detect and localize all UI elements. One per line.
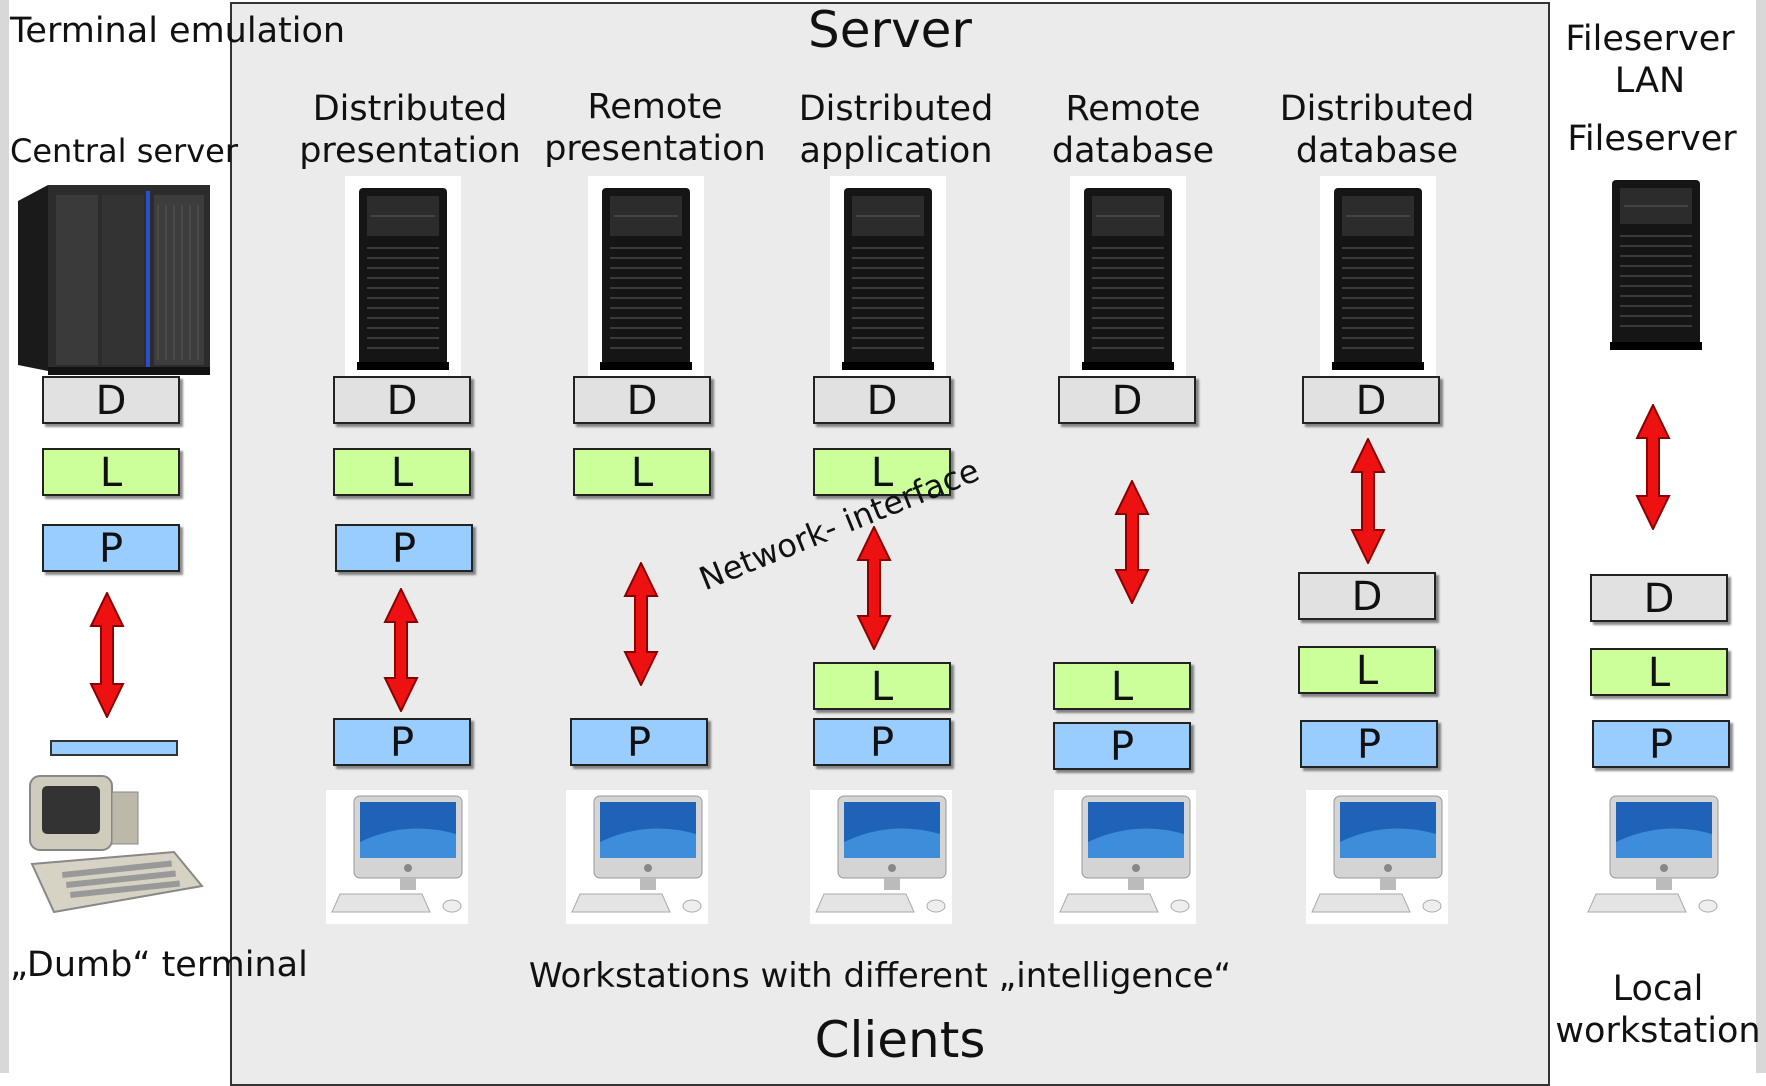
fileserver-label: Fileserver bbox=[1567, 119, 1737, 159]
workstation-icon bbox=[1306, 790, 1448, 924]
local-workstation-icon bbox=[1587, 795, 1719, 913]
left-double-arrow-icon bbox=[89, 592, 125, 718]
double-arrow-icon bbox=[856, 526, 892, 650]
local-presentation-layer-box: P bbox=[1592, 720, 1730, 768]
server-icon bbox=[345, 176, 461, 376]
fileserver-double-arrow-icon bbox=[1635, 404, 1671, 530]
dumb-terminal-icon bbox=[29, 775, 204, 914]
server-logic-layer-box: L bbox=[333, 448, 471, 496]
server-icon bbox=[1320, 176, 1436, 376]
terminal-emulation-title: Terminal emulation bbox=[10, 11, 346, 51]
column-title-distributed-database: Distributed database bbox=[1279, 89, 1475, 171]
server-icon bbox=[830, 176, 946, 376]
clients-title: Clients bbox=[814, 1011, 986, 1069]
client-presentation-layer-box: P bbox=[570, 718, 708, 766]
left-edge-strip bbox=[0, 0, 9, 1073]
server-title: Server bbox=[808, 1, 972, 59]
client-data-layer-box: D bbox=[1298, 572, 1436, 620]
fileserver-icon bbox=[1610, 180, 1702, 350]
column-title-distributed-application: Distributed application bbox=[798, 89, 994, 171]
double-arrow-icon bbox=[1350, 438, 1386, 564]
client-logic-layer-box: L bbox=[1053, 662, 1191, 710]
column-title-distributed-presentation: Distributed presentation bbox=[299, 89, 521, 171]
column-title-remote-presentation: Remote presentation bbox=[544, 87, 766, 169]
client-presentation-layer-box: P bbox=[1300, 720, 1438, 768]
dumb-terminal-interface-bar bbox=[50, 740, 178, 756]
client-presentation-layer-box: P bbox=[813, 718, 951, 766]
server-data-layer-box: D bbox=[573, 376, 711, 424]
right-edge-strip bbox=[1756, 0, 1766, 1073]
local-logic-layer-box: L bbox=[1590, 648, 1728, 696]
server-data-layer-box: D bbox=[1058, 376, 1196, 424]
server-presentation-layer-box: P bbox=[335, 524, 473, 572]
workstation-icon bbox=[810, 790, 952, 924]
left-data-layer-box: D bbox=[42, 376, 180, 424]
server-icon bbox=[588, 176, 704, 376]
double-arrow-icon bbox=[623, 562, 659, 686]
server-data-layer-box: D bbox=[333, 376, 471, 424]
column-title-remote-database: Remote database bbox=[1051, 89, 1215, 171]
left-presentation-layer-box: P bbox=[42, 524, 180, 572]
local-data-layer-box: D bbox=[1590, 574, 1728, 622]
server-logic-layer-box: L bbox=[573, 448, 711, 496]
double-arrow-icon bbox=[1114, 480, 1150, 604]
client-logic-layer-box: L bbox=[1298, 646, 1436, 694]
server-icon bbox=[1070, 176, 1186, 376]
client-logic-layer-box: L bbox=[813, 662, 951, 710]
left-logic-layer-box: L bbox=[42, 448, 180, 496]
dumb-terminal-label: „Dumb“ terminal bbox=[10, 945, 308, 985]
client-presentation-layer-box: P bbox=[333, 718, 471, 766]
local-workstation-label: Local workstation bbox=[1555, 969, 1761, 1051]
workstation-icon bbox=[326, 790, 468, 924]
workstations-caption: Workstations with different „intelligenc… bbox=[528, 956, 1232, 996]
workstation-icon bbox=[1054, 790, 1196, 924]
mainframe-icon bbox=[18, 185, 210, 375]
double-arrow-icon bbox=[383, 588, 419, 712]
fileserver-lan-title: Fileserver LAN bbox=[1565, 19, 1735, 101]
central-server-label: Central server bbox=[10, 132, 238, 170]
workstation-icon bbox=[566, 790, 708, 924]
client-presentation-layer-box: P bbox=[1053, 722, 1191, 770]
server-data-layer-box: D bbox=[1302, 376, 1440, 424]
server-logic-layer-box: L bbox=[813, 448, 951, 496]
server-data-layer-box: D bbox=[813, 376, 951, 424]
